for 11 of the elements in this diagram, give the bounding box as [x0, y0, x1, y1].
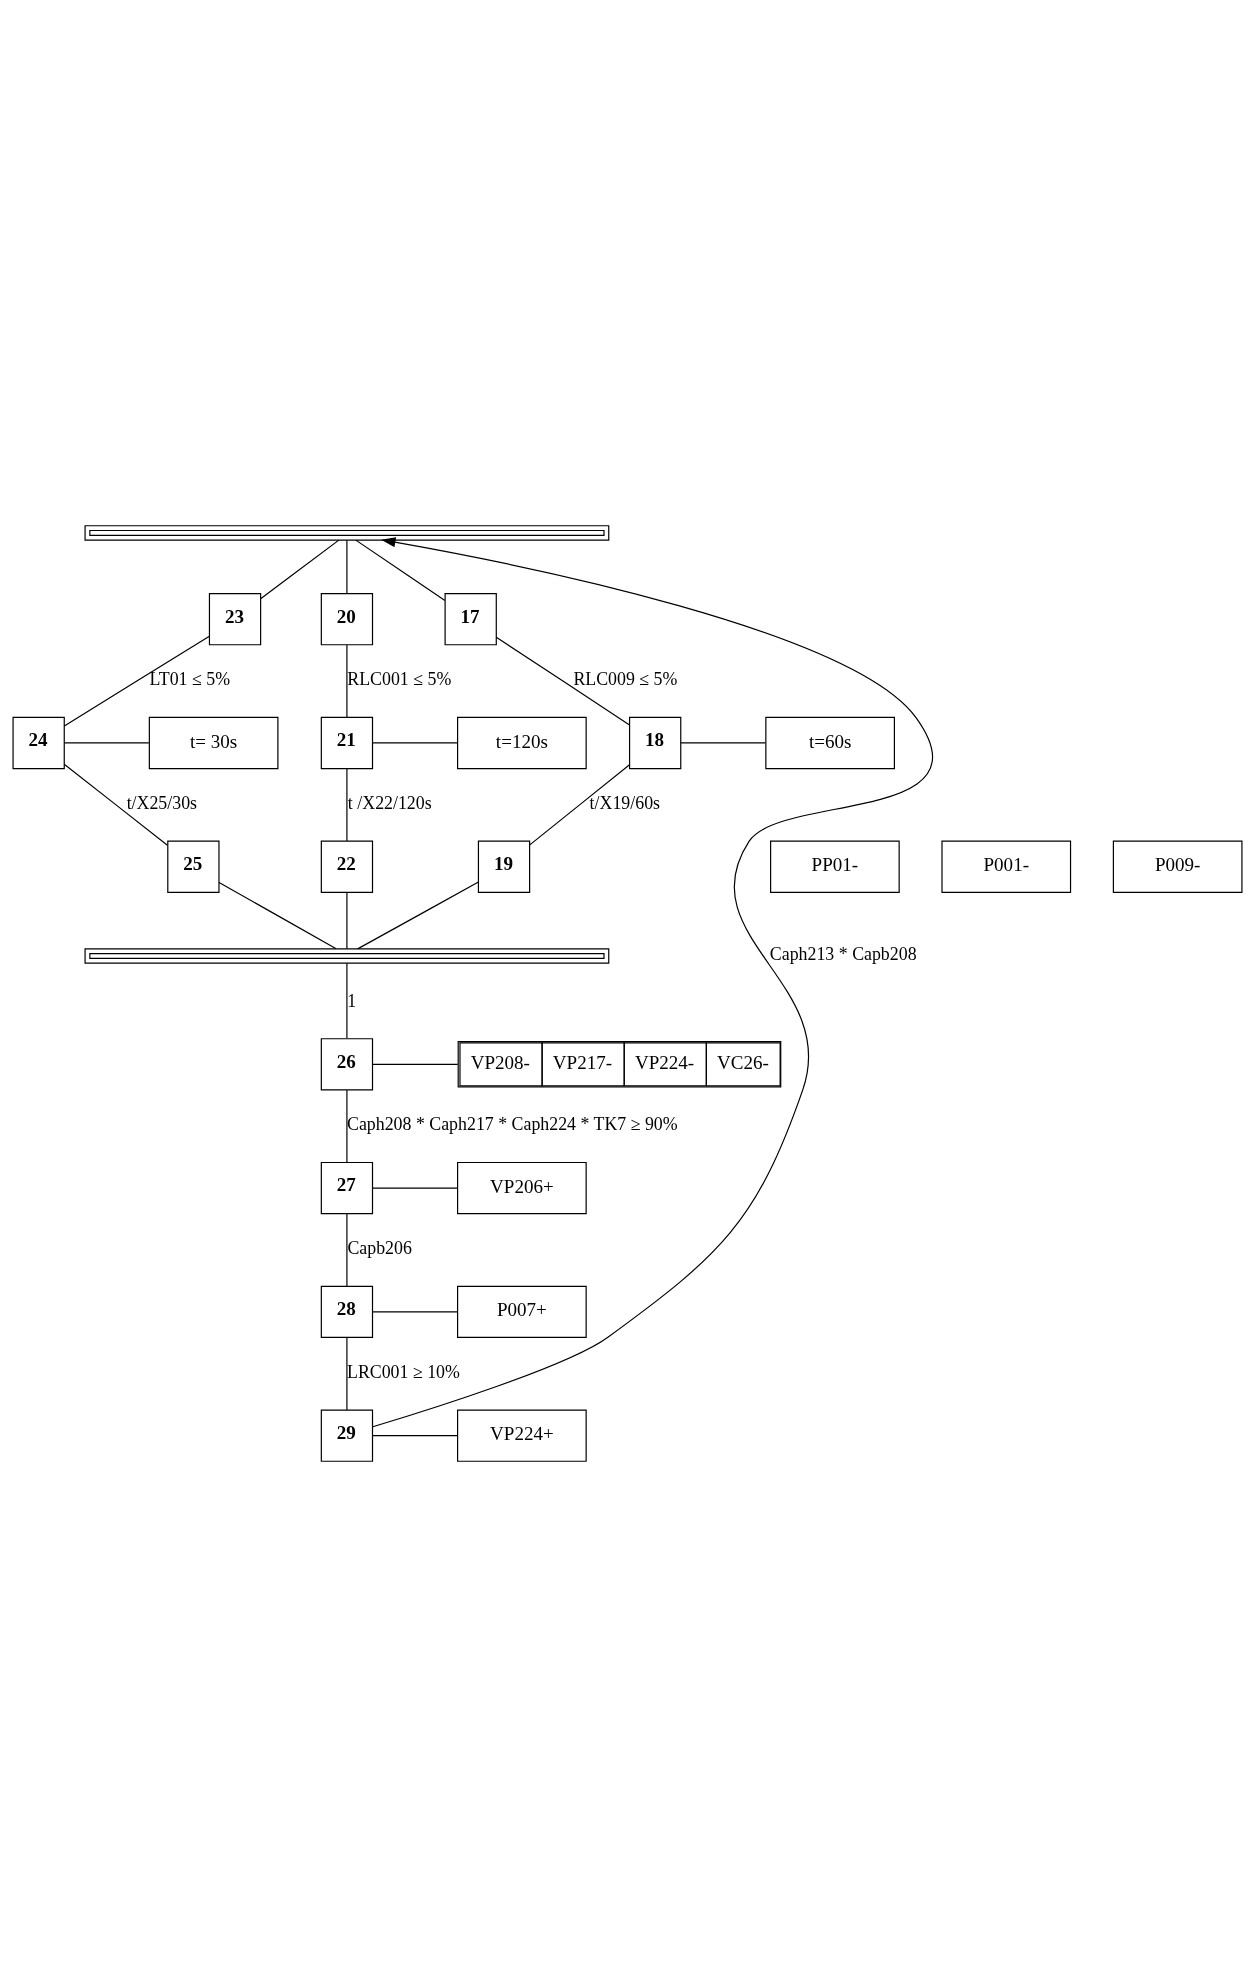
edge-label: RLC009 ≤ 5%: [573, 668, 678, 689]
edge-label: Capb206: [347, 1237, 412, 1258]
edge-label: Caph213 * Capb208: [769, 943, 917, 964]
edge-label: 1: [347, 990, 357, 1011]
edge-label: t/X25/30s: [126, 792, 198, 813]
edge-label: RLC001 ≤ 5%: [347, 668, 452, 689]
edge-label: LRC001 ≥ 10%: [347, 1361, 460, 1382]
edge-label: t/X19/60s: [589, 792, 661, 813]
edge-label: t /X22/120s: [347, 792, 432, 813]
edge-label: LT01 ≤ 5%: [149, 668, 231, 689]
edge-label: Caph208 * Caph217 * Caph224 * TK7 ≥ 90%: [347, 1113, 678, 1134]
